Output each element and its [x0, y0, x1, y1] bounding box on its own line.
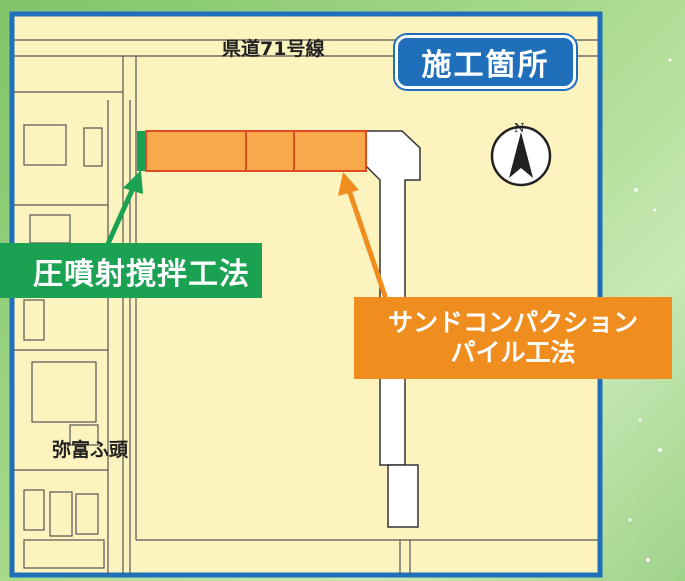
sand-compaction-line1: サンドコンパクション — [387, 308, 638, 337]
construction-block-2 — [245, 130, 295, 172]
construction-area — [137, 130, 367, 172]
jet-grout-strip — [137, 131, 145, 171]
sand-compaction-callout: サンドコンパクション パイル工法 — [354, 297, 672, 379]
north-compass-icon — [490, 125, 552, 187]
title-badge: 施工箇所 — [395, 35, 576, 89]
pier-label: 弥富ふ頭 — [52, 439, 129, 461]
north-letter: N — [514, 121, 525, 135]
sand-compaction-line2: パイル工法 — [450, 338, 576, 367]
jet-grout-callout: 圧噴射撹拌工法 — [0, 243, 262, 298]
construction-block-1 — [145, 130, 247, 172]
green-arrow — [104, 170, 143, 249]
orange-arrow — [338, 172, 388, 299]
road-label: 県道71号線 — [222, 38, 325, 60]
construction-block-3 — [293, 130, 367, 172]
